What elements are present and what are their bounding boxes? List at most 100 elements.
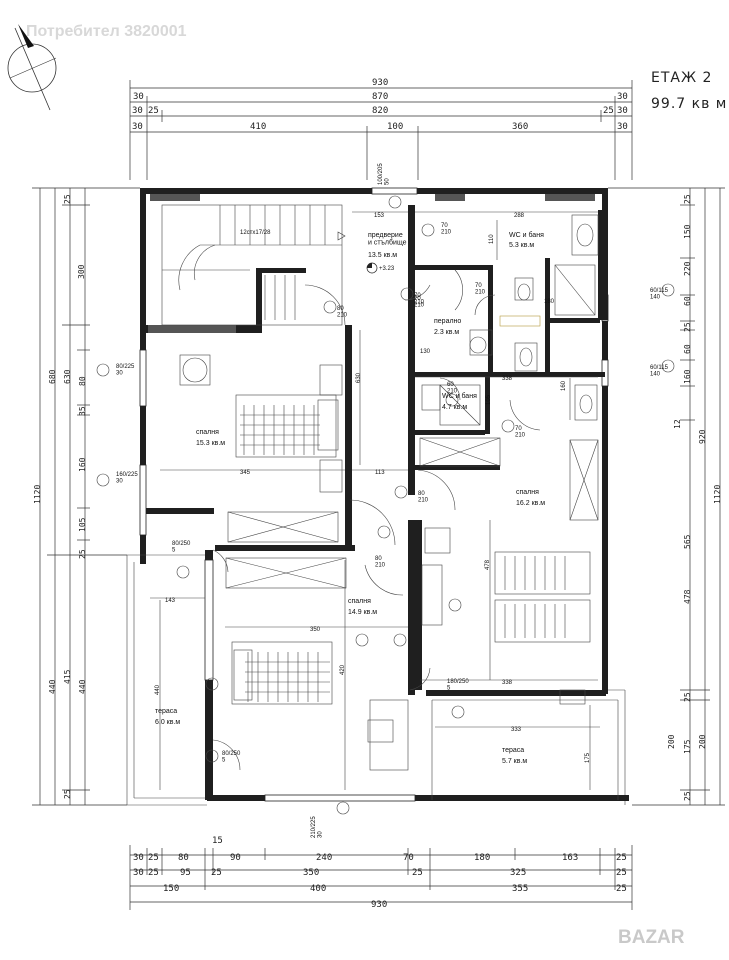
building-walls: [126, 187, 629, 806]
idim-345: 345: [240, 470, 251, 476]
level-marker: +3.23: [366, 262, 395, 274]
staircase: 12стх17/28: [161, 204, 346, 326]
dim-top-r4c: 100: [387, 122, 403, 132]
idim-338b: 338: [502, 680, 513, 686]
dim-top-r4a: 30: [132, 122, 143, 132]
dim-bot-r2i: 25: [616, 853, 627, 863]
room-area-laundry: 2.3 кв.м: [434, 329, 459, 336]
dim-left-25a: 25: [63, 194, 72, 204]
dim-left-440a: 440: [48, 679, 57, 694]
floor-title: ЕТАЖ 2: [651, 70, 712, 86]
dim-left-1120: 1120: [33, 485, 42, 504]
dim-right-200b: 200: [698, 734, 707, 749]
dim-bot-r3h: 25: [616, 868, 627, 878]
dim-left-440b: 440: [78, 679, 87, 694]
dim-bot-r3a: 30: [133, 868, 144, 878]
room-name-wc2: WC и баня: [442, 392, 477, 400]
dim-bot-r2b: 25: [148, 853, 159, 863]
doors: [212, 269, 541, 771]
dim-left-35: 35: [78, 406, 87, 416]
room-name-bed2: спалня: [516, 489, 539, 496]
idim-338a: 338: [502, 376, 513, 382]
dim-right-60a: 60: [683, 296, 692, 306]
room-area-wc2: 4.7 кв.м: [442, 404, 467, 411]
dim-top-r2a: 30: [133, 92, 144, 102]
level-text: +3.23: [379, 266, 395, 272]
furniture: [179, 214, 599, 771]
dim-top-r2b: 870: [372, 92, 388, 102]
dims-left: 1120 680 440 25 300 630 415 25 80 35 160…: [32, 187, 140, 806]
dims-top: 930 30 870 30 30 25 820 25 30 30 410 100…: [129, 78, 633, 180]
dim-left-300: 300: [77, 264, 86, 279]
idim-630: 630: [356, 372, 362, 383]
brand-watermark: BAZAR: [618, 927, 685, 948]
window-label-top: 100/20550: [378, 163, 391, 185]
room-name-laundry: перално: [434, 318, 461, 325]
dim-bot-r2h: 163: [562, 853, 578, 863]
inner-dims: 153 288 110 180 130 338 105 160 345 113 …: [150, 211, 600, 790]
dims-bottom: 15 30 25 80 90 240 70 180 163 25 30 25 9…: [129, 836, 633, 910]
dim-bot-r2a: 30: [133, 853, 144, 863]
stairs-label: 12стх17/28: [240, 230, 271, 236]
idim-478: 478: [485, 559, 491, 570]
room-name-terrace2: тераса: [502, 747, 524, 754]
dim-left-415: 415: [63, 669, 72, 684]
watermark-text: Потребител 3820001: [26, 23, 187, 40]
room-area-bed2: 16.2 кв.м: [516, 500, 545, 507]
idim-130: 130: [420, 349, 431, 355]
dim-right-160: 160: [683, 369, 692, 384]
dim-bot-r2d: 90: [230, 853, 241, 863]
floor-area: 99.7 кв м: [651, 96, 727, 112]
dim-top-r4d: 360: [512, 122, 528, 132]
dim-bot-r4c: 355: [512, 884, 528, 894]
dims-right: 25 150 220 60 25 60 160 12 565 478 25 17…: [608, 187, 725, 806]
dim-right-565: 565: [683, 534, 692, 549]
dim-right-220: 220: [683, 261, 692, 276]
dim-bot-r3g: 325: [510, 868, 526, 878]
room-area-wc1: 5.3 кв.м: [509, 242, 534, 249]
idim-153: 153: [374, 213, 385, 219]
idim-110: 110: [489, 234, 495, 244]
dim-right-920: 920: [698, 429, 707, 444]
idim-175: 175: [585, 752, 591, 763]
dim-right-25c: 25: [683, 692, 692, 702]
dim-bot-r3c: 95: [180, 868, 191, 878]
dim-bot-r4a: 150: [163, 884, 179, 894]
door-tags: [176, 223, 515, 763]
idim-160: 160: [561, 380, 567, 391]
dim-right-25d: 25: [683, 791, 692, 801]
dim-right-175: 175: [683, 739, 692, 754]
north-arrow-icon: [7, 24, 57, 111]
dim-bot-r4b: 400: [310, 884, 326, 894]
dim-left-105: 105: [78, 517, 87, 532]
dim-top-r3a: 30: [132, 106, 143, 116]
dim-right-150: 150: [683, 224, 692, 239]
dim-top-total: 930: [372, 78, 388, 88]
dim-top-r3e: 30: [617, 106, 628, 116]
interior-walls: [146, 205, 605, 695]
dim-top-r2c: 30: [617, 92, 628, 102]
dim-left-630: 630: [63, 369, 72, 384]
dim-left-80: 80: [78, 376, 87, 386]
dim-bot-15: 15: [212, 836, 223, 846]
dim-right-1120: 1120: [713, 485, 722, 504]
room-area-bed3: 14.9 кв.м: [348, 609, 377, 616]
dim-right-25a: 25: [683, 194, 692, 204]
dim-bot-total: 930: [371, 900, 387, 910]
dim-left-25b: 25: [63, 789, 72, 799]
